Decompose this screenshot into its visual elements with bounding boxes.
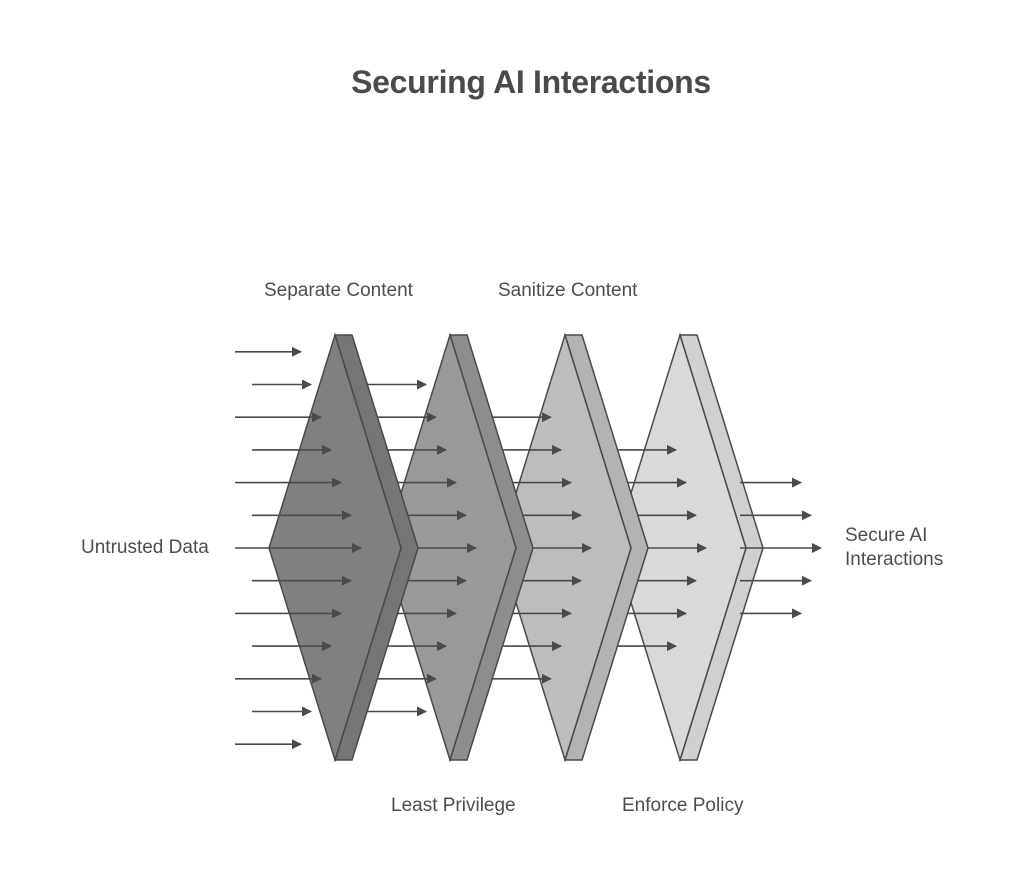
stage-label-sanitize-content: Sanitize Content — [498, 280, 638, 301]
arrow-group-0 — [235, 346, 362, 750]
arrow-group-4 — [740, 477, 822, 619]
stage-label-separate-content: Separate Content — [264, 280, 413, 301]
stage-label-least-privilege: Least Privilege — [391, 795, 516, 816]
input-label: Untrusted Data — [81, 537, 209, 558]
stage-label-enforce-policy: Enforce Policy — [622, 795, 744, 816]
output-label-line1: Secure AI — [845, 525, 928, 546]
output-label-line2: Interactions — [845, 549, 944, 570]
diagram-title: Securing AI Interactions — [351, 64, 711, 100]
